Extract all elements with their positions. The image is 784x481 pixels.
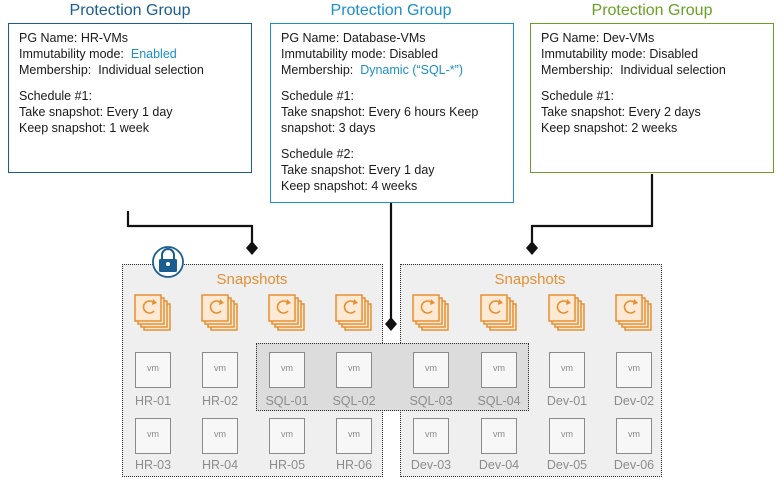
pg-line: Membership: Dynamic (“SQL-*”) (281, 63, 463, 77)
snapshot-stack-icon (201, 294, 238, 331)
snapshot-stack-icon (412, 294, 449, 331)
vm-label: SQL-02 (332, 394, 376, 408)
vm-label: SQL-03 (409, 394, 453, 408)
snapshots-label-left: Snapshots (216, 271, 288, 288)
pg-line: PG Name: Database-VMs (281, 31, 426, 45)
pg-line: Immutability mode: Disabled (281, 47, 439, 61)
snapshot-stack-icon (615, 294, 652, 331)
schedule-take: Take snapshot: Every 2 days (541, 105, 701, 119)
vm-label: HR-04 (201, 458, 239, 472)
vm-label: Dev-01 (546, 394, 588, 408)
pg-title-hr: Protection Group (69, 2, 191, 19)
vm-icon: vm (549, 418, 585, 454)
schedule-take: Take snapshot: Every 6 hours Keep (281, 105, 479, 119)
vm-icon: vm (616, 418, 652, 454)
lock-icon (152, 246, 184, 278)
pg-box-database: PG Name: Database-VMs Immutability mode:… (270, 23, 514, 203)
snapshot-stack-icon (335, 294, 372, 331)
arrow-diamond-hr (246, 241, 258, 255)
vm-label: HR-05 (268, 458, 306, 472)
vm-icon: vm (549, 352, 585, 388)
vm-label: Dev-04 (478, 458, 520, 472)
vm-icon: vm (616, 352, 652, 388)
pg-line: Immutability mode: Disabled (541, 47, 699, 61)
vm-label: SQL-04 (477, 394, 521, 408)
schedule-title: Schedule #1: (541, 89, 614, 103)
schedule-keep: Keep snapshot: 2 weeks (541, 121, 678, 135)
schedule-title: Schedule #1: (281, 89, 354, 103)
pg-line: Membership: Individual selection (541, 63, 726, 77)
vm-label: HR-06 (335, 458, 373, 472)
vm-icon: vm (481, 418, 517, 454)
vm-icon: vm (202, 418, 238, 454)
snapshot-stack-icon (548, 294, 585, 331)
vm-icon: vm (269, 418, 305, 454)
vm-icon: vm (413, 352, 449, 388)
arrow-diamond-dev (526, 241, 538, 255)
pg-box-hr: PG Name: HR-VMs Immutability mode: Enabl… (8, 23, 252, 173)
vm-icon: vm (336, 418, 372, 454)
connector-dev (530, 174, 654, 249)
schedule-take: Take snapshot: Every 1 day (281, 163, 435, 177)
vm-label: Dev-02 (613, 394, 655, 408)
schedule-keep: snapshot: 3 days (281, 121, 376, 135)
vm-icon: vm (135, 352, 171, 388)
pg-title-database: Protection Group (330, 2, 452, 19)
vm-icon: vm (202, 352, 238, 388)
schedule-keep: Keep snapshot: 1 week (19, 121, 149, 135)
vm-label: HR-03 (134, 458, 172, 472)
pg-title-dev: Protection Group (591, 2, 713, 19)
snapshot-stack-icon (268, 294, 305, 331)
vm-icon: vm (481, 352, 517, 388)
vm-icon: vm (269, 352, 305, 388)
vm-label: HR-01 (134, 394, 172, 408)
vm-icon: vm (413, 418, 449, 454)
schedule-title: Schedule #2: (281, 147, 354, 161)
arrow-diamond-database (385, 317, 397, 331)
schedule-take: Take snapshot: Every 1 day (19, 105, 173, 119)
pg-line: Immutability mode: Enabled (19, 47, 177, 61)
pg-line: PG Name: Dev-VMs (541, 31, 655, 45)
vm-label: HR-02 (201, 394, 239, 408)
snapshots-label-right: Snapshots (494, 271, 566, 288)
vm-label: Dev-05 (546, 458, 588, 472)
pg-line: Membership: Individual selection (19, 63, 204, 77)
vm-label: SQL-01 (265, 394, 309, 408)
schedule-title: Schedule #1: (19, 89, 92, 103)
pg-line: PG Name: HR-VMs (19, 31, 129, 45)
vm-label: Dev-03 (410, 458, 452, 472)
snapshot-stack-icon (480, 294, 517, 331)
connector-hr (126, 211, 254, 249)
vm-label: Dev-06 (613, 458, 655, 472)
pg-box-dev: PG Name: Dev-VMs Immutability mode: Disa… (530, 23, 774, 173)
snapshot-stack-icon (134, 294, 171, 331)
vm-icon: vm (336, 352, 372, 388)
vm-icon: vm (135, 418, 171, 454)
schedule-keep: Keep snapshot: 4 weeks (281, 179, 418, 193)
